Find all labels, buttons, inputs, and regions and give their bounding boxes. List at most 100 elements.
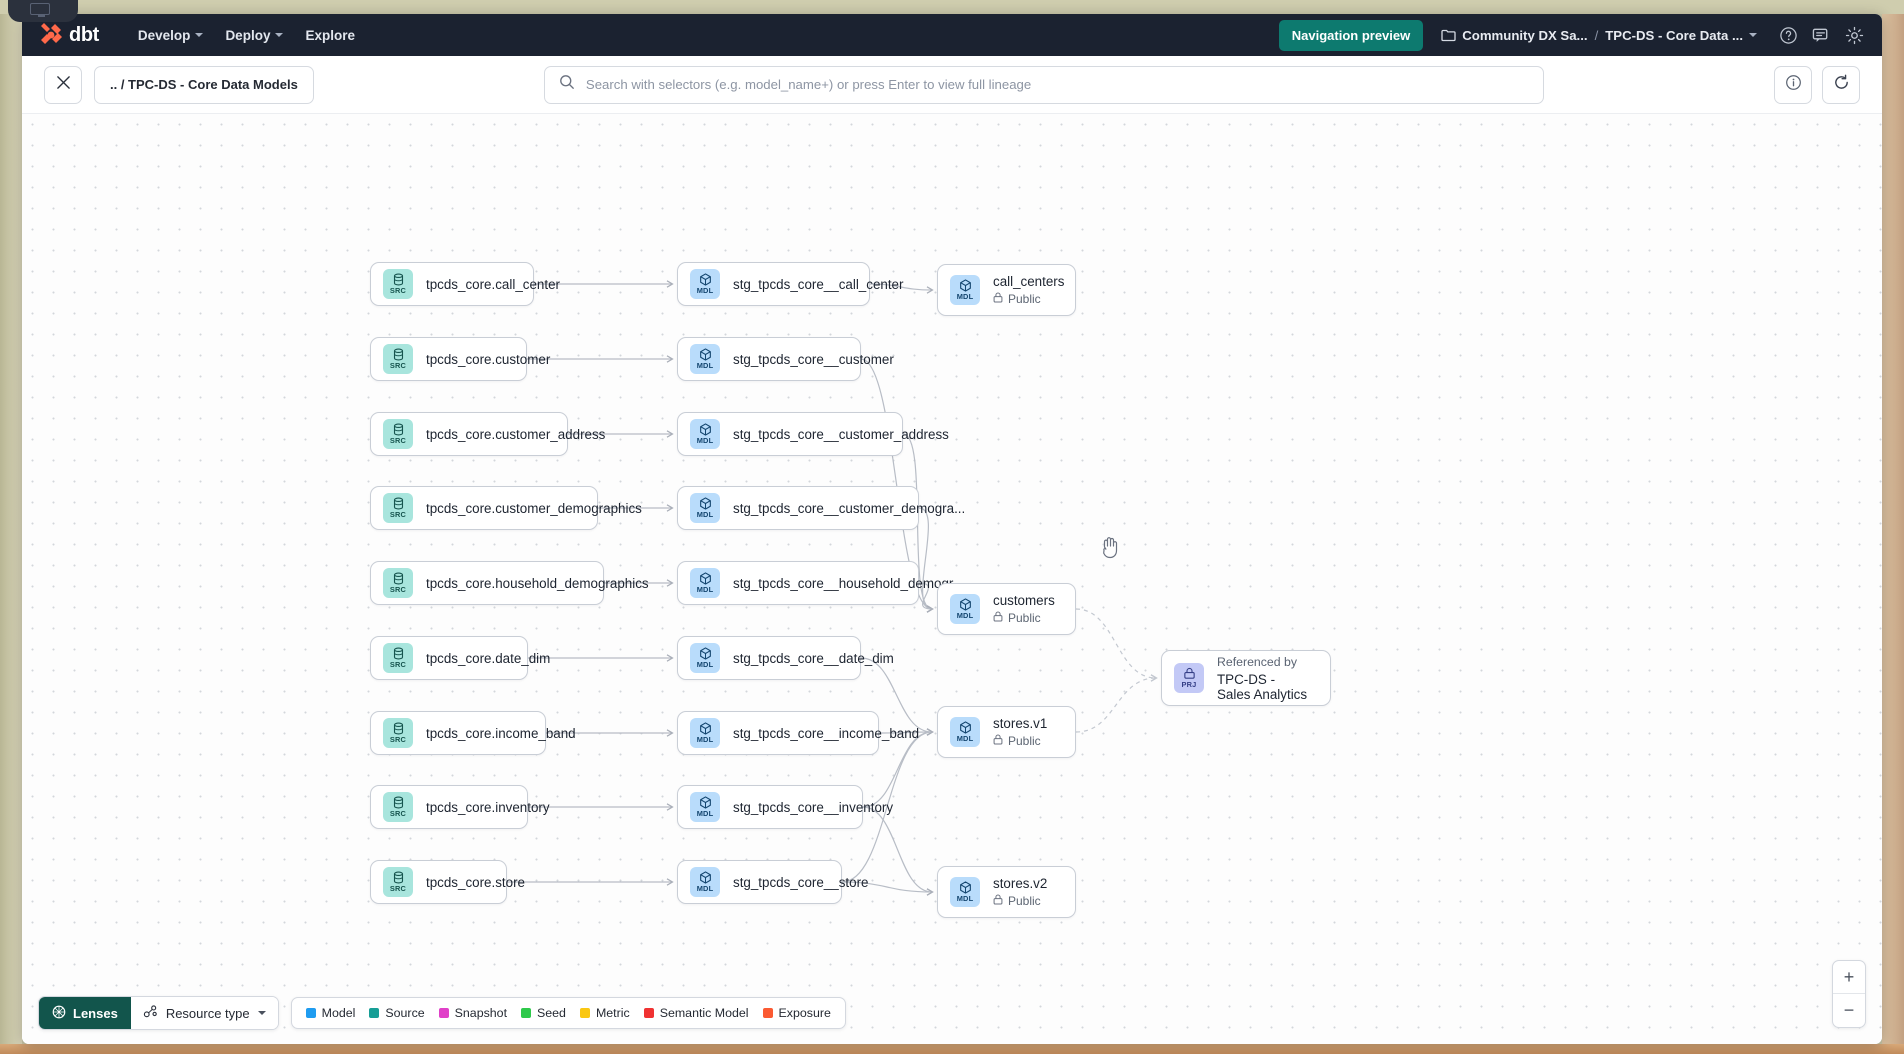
search-area (326, 65, 1762, 104)
staging-model-node-0[interactable]: MDL stg_tpcds_core__call_center (677, 262, 903, 306)
explore-subheader: .. / TPC-DS - Core Data Models (22, 56, 1882, 114)
access-label: Public (1008, 611, 1041, 625)
nav-item-deploy[interactable]: Deploy (214, 22, 294, 49)
info-button[interactable] (1774, 65, 1812, 104)
close-icon (56, 75, 71, 95)
lenses-button[interactable]: Lenses (39, 997, 131, 1029)
node-label: tpcds_core.store (426, 874, 525, 890)
badge-label: PRJ (1181, 680, 1197, 690)
badge-label: MDL (696, 660, 714, 670)
folder-icon (1441, 29, 1456, 42)
legend-item-snapshot[interactable]: Snapshot (438, 1006, 507, 1020)
laptop-notch (8, 0, 78, 22)
dbt-logo[interactable]: dbt (38, 23, 99, 47)
breadcrumb-account[interactable]: Community DX Sa... (1462, 27, 1588, 43)
node-label: stg_tpcds_core__date_dim (733, 650, 894, 666)
badge-label: SRC (389, 510, 407, 520)
breadcrumb-project[interactable]: TPC-DS - Core Data ... (1605, 28, 1757, 43)
navigation-preview-button[interactable]: Navigation preview (1278, 19, 1424, 51)
dbt-logo-text: dbt (69, 23, 99, 46)
search-box[interactable] (543, 65, 1544, 104)
bezel-top (0, 0, 1904, 14)
badge-label: MDL (696, 585, 714, 595)
refresh-button[interactable] (1822, 65, 1860, 104)
badge-label: MDL (696, 436, 714, 446)
badge-label: SRC (389, 735, 407, 745)
search-input[interactable] (585, 77, 1529, 92)
badge-label: MDL (956, 734, 974, 744)
legend-item-exposure[interactable]: Exposure (762, 1006, 831, 1020)
legend-label: Exposure (778, 1006, 831, 1020)
mdl-badge-icon: MDL (950, 275, 980, 305)
legend-item-semantic-model[interactable]: Semantic Model (643, 1006, 749, 1020)
node-title: call_centers (993, 274, 1065, 289)
node-label: stg_tpcds_core__customer_demogra... (733, 500, 966, 516)
badge-label: SRC (389, 809, 407, 819)
zoom-out-button[interactable]: − (1843, 1000, 1855, 1020)
mdl-badge-icon: MDL (690, 419, 720, 449)
src-badge-icon: SRC (383, 269, 413, 299)
app-window: dbt Develop Deploy Explore Navigation pr… (22, 14, 1882, 1044)
database-icon (392, 273, 405, 286)
legend-label: Seed (537, 1006, 566, 1020)
node-label: tpcds_core.inventory (426, 799, 550, 815)
help-circle-icon[interactable] (1779, 26, 1798, 45)
zoom-in-button[interactable]: + (1833, 961, 1865, 994)
legend-item-model[interactable]: Model (305, 1006, 355, 1020)
close-button[interactable] (44, 65, 82, 104)
gear-icon[interactable] (1845, 26, 1864, 45)
database-icon (392, 572, 405, 585)
node-label: stg_tpcds_core__inventory (733, 799, 894, 815)
node-label: stg_tpcds_core__store (733, 874, 869, 890)
legend-item-seed[interactable]: Seed (521, 1006, 566, 1020)
legend-item-source[interactable]: Source (369, 1006, 425, 1020)
feedback-icon[interactable] (1812, 26, 1831, 45)
badge-label: SRC (389, 436, 407, 446)
nav-item-explore[interactable]: Explore (294, 22, 366, 49)
legend-item-metric[interactable]: Metric (579, 1006, 630, 1020)
mdl-badge-icon: MDL (950, 594, 980, 624)
source-node-7[interactable]: SRC tpcds_core.inventory (370, 785, 550, 829)
legend-swatch (305, 1008, 316, 1018)
src-badge-icon: SRC (383, 718, 413, 748)
legend-swatch (762, 1008, 773, 1018)
node-label: stg_tpcds_core__income_band (733, 725, 920, 741)
nav-item-develop[interactable]: Develop (127, 22, 215, 49)
staging-model-node-5[interactable]: MDL stg_tpcds_core__date_dim (677, 636, 894, 680)
node-label: stg_tpcds_core__customer (733, 351, 894, 367)
resource-type-filter[interactable]: Resource type (130, 997, 278, 1029)
lenses-segment: Lenses Resource type (38, 996, 279, 1030)
access-label: Public (1008, 894, 1041, 908)
node-label: stg_tpcds_core__call_center (733, 276, 904, 292)
mdl-badge-icon: MDL (690, 269, 720, 299)
legend-label: Metric (595, 1006, 630, 1020)
lineage-breadcrumb-chip[interactable]: .. / TPC-DS - Core Data Models (94, 65, 314, 104)
chevron-down-icon (195, 33, 204, 37)
cube-icon (959, 598, 972, 611)
dbt-logo-icon (38, 23, 64, 47)
database-icon (392, 722, 405, 735)
zoom-controls: + − (1832, 960, 1866, 1028)
lenses-icon (52, 1005, 66, 1022)
